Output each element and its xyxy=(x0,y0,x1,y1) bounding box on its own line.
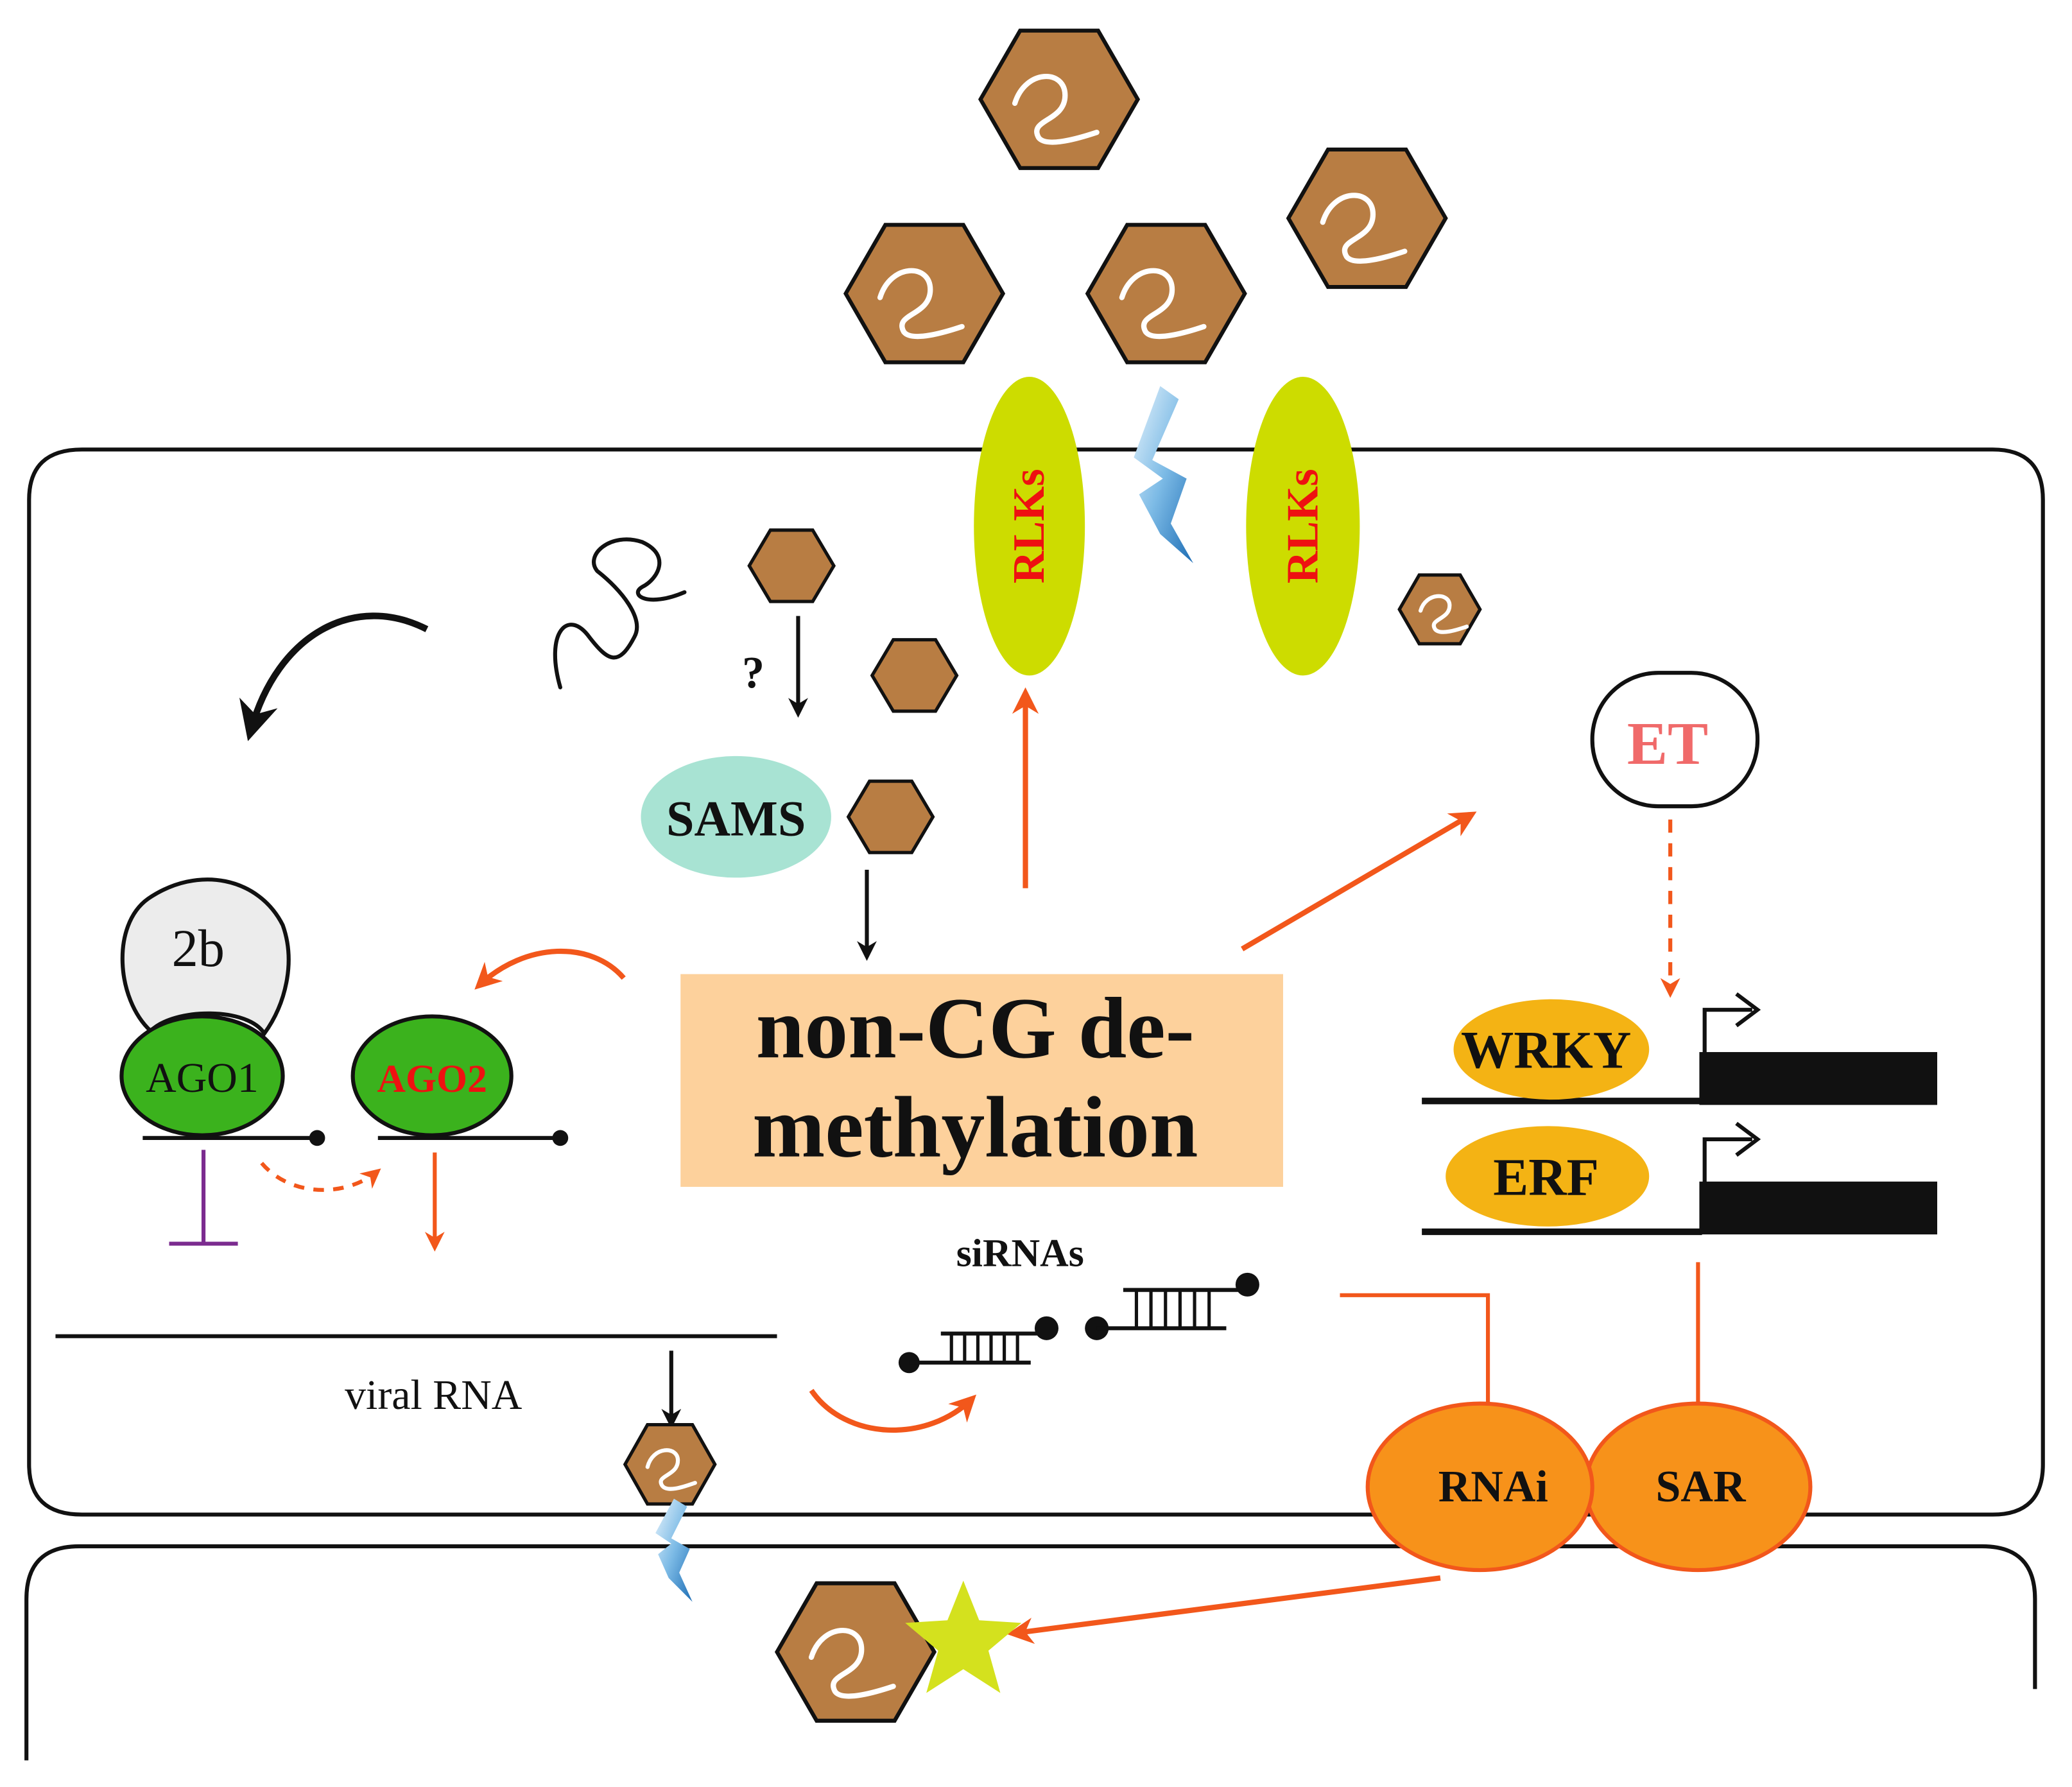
connector-sirna-to-rnai xyxy=(1340,1293,1490,1404)
arrow-demethylation-to-ago2 xyxy=(474,948,626,990)
virion-hexagon-icon xyxy=(846,779,935,854)
erf-gene: ERF xyxy=(1422,1121,1938,1236)
protein-2b-label: 2b xyxy=(172,919,225,978)
erf-label: ERF xyxy=(1493,1148,1599,1206)
wrky-label: WRKY xyxy=(1461,1021,1631,1080)
arrow-demethylation-to-et xyxy=(1241,811,1477,952)
ago2-node: AGO2 xyxy=(350,1014,514,1137)
viral-rna-label: viral RNA xyxy=(345,1372,522,1419)
transcription-start-arrow-icon xyxy=(1702,992,1761,1058)
wrky-gene: WRKY xyxy=(1422,992,1938,1105)
ago1-label: AGO1 xyxy=(146,1055,259,1101)
et-node: ET xyxy=(1590,671,1760,809)
rnai-sar-complex: RNAi SAR xyxy=(1365,1401,1813,1573)
et-label: ET xyxy=(1627,711,1708,777)
ago1-node: AGO1 xyxy=(119,1014,285,1137)
rlk-right-label: RLKs xyxy=(1278,469,1327,583)
sirnas-label: siRNAs xyxy=(956,1232,1084,1275)
sams-label: SAMS xyxy=(666,790,806,846)
inhibition-bar-icon xyxy=(169,1150,238,1246)
ago1-strand-end xyxy=(309,1130,325,1146)
virion-hexagon-icon xyxy=(747,528,836,603)
virion-hexagon-icon xyxy=(978,28,1141,170)
virion-hexagon-icon xyxy=(623,1423,717,1506)
transcription-start-arrow-icon xyxy=(1702,1121,1761,1187)
virion-hexagon-icon xyxy=(870,638,959,713)
viral-rna-strand xyxy=(553,537,687,689)
rlk-receptor-left: RLKs xyxy=(974,377,1085,676)
virion-hexagon-icon xyxy=(774,1581,937,1723)
sirna-duplex-icon xyxy=(1085,1272,1259,1340)
cell-membrane-lower xyxy=(24,1544,2037,1761)
dashed-arrow-ago1-to-ago2 xyxy=(260,1161,381,1192)
virion-hexagon-icon xyxy=(1397,573,1482,646)
cell-membrane-upper xyxy=(27,447,2045,1517)
arrow-viral-rna-to-sirnas xyxy=(809,1388,977,1433)
lightning-icon xyxy=(655,1498,693,1602)
rlk-receptor-right: RLKs xyxy=(1246,377,1360,676)
virion-hexagon-icon xyxy=(1085,223,1247,365)
ago2-label: AGO2 xyxy=(377,1057,487,1101)
rlk-left-label: RLKs xyxy=(1005,469,1054,583)
sams-node: SAMS xyxy=(641,755,831,878)
virion-hexagon-icon xyxy=(1286,147,1448,289)
question-mark: ? xyxy=(742,648,764,698)
sar-label: SAR xyxy=(1656,1462,1747,1512)
ago2-strand-end xyxy=(552,1130,569,1146)
sirna-duplex-icon xyxy=(898,1316,1058,1374)
center-label-line2: methylation xyxy=(752,1080,1198,1176)
virion-hexagon-icon xyxy=(843,223,1006,365)
center-label-line1: non-CG de- xyxy=(756,980,1195,1076)
protein-2b: 2b xyxy=(120,877,291,1037)
curved-arrow-black xyxy=(239,612,429,741)
arrow-rnai-to-star xyxy=(1006,1575,1441,1645)
lightning-icon xyxy=(1134,386,1193,564)
star-icon xyxy=(905,1580,1022,1693)
rnai-label: RNAi xyxy=(1438,1462,1548,1512)
non-cg-demethylation-box: non-CG de- methylation xyxy=(680,974,1283,1187)
